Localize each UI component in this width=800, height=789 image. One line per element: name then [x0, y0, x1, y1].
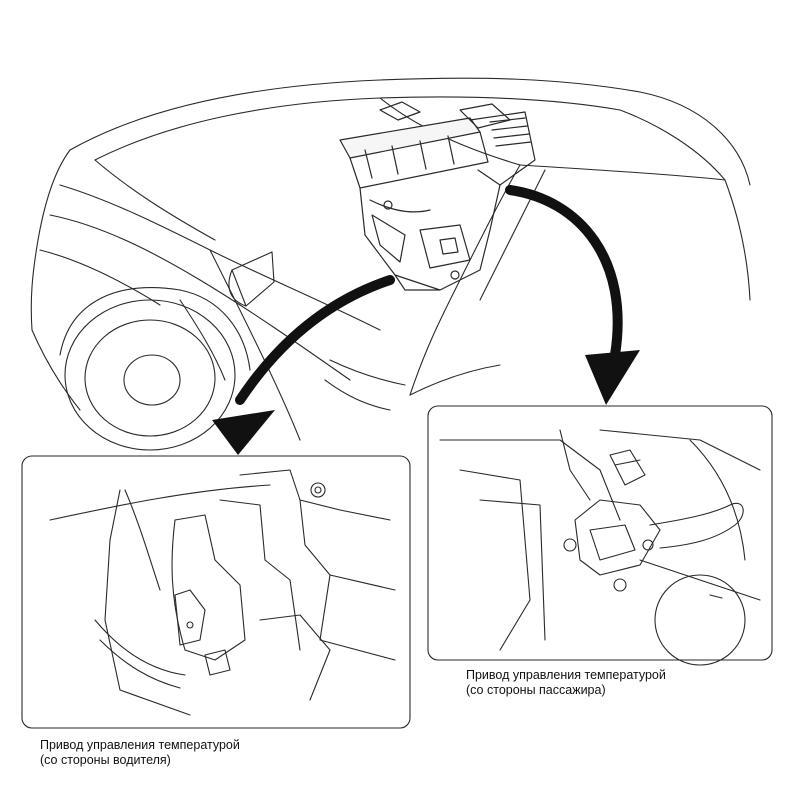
car-body-outline: [30, 77, 751, 441]
driver-caption-line1: Привод управления температурой: [40, 738, 240, 752]
hvac-unit: [339, 101, 536, 291]
passenger-caption-line1: Привод управления температурой: [466, 668, 666, 682]
front-wheel: [59, 287, 251, 451]
driver-caption-line2: (со стороны водителя): [40, 753, 171, 767]
passenger-actuator-caption: Привод управления температурой (со сторо…: [466, 668, 666, 698]
arrow-to-passenger: [505, 185, 640, 405]
driver-side-inset: [21, 455, 411, 729]
driver-actuator-caption: Привод управления температурой (со сторо…: [40, 738, 240, 768]
passenger-caption-line2: (со стороны пассажира): [466, 683, 606, 697]
passenger-side-inset: [427, 405, 773, 666]
arrow-to-driver: [212, 275, 395, 455]
